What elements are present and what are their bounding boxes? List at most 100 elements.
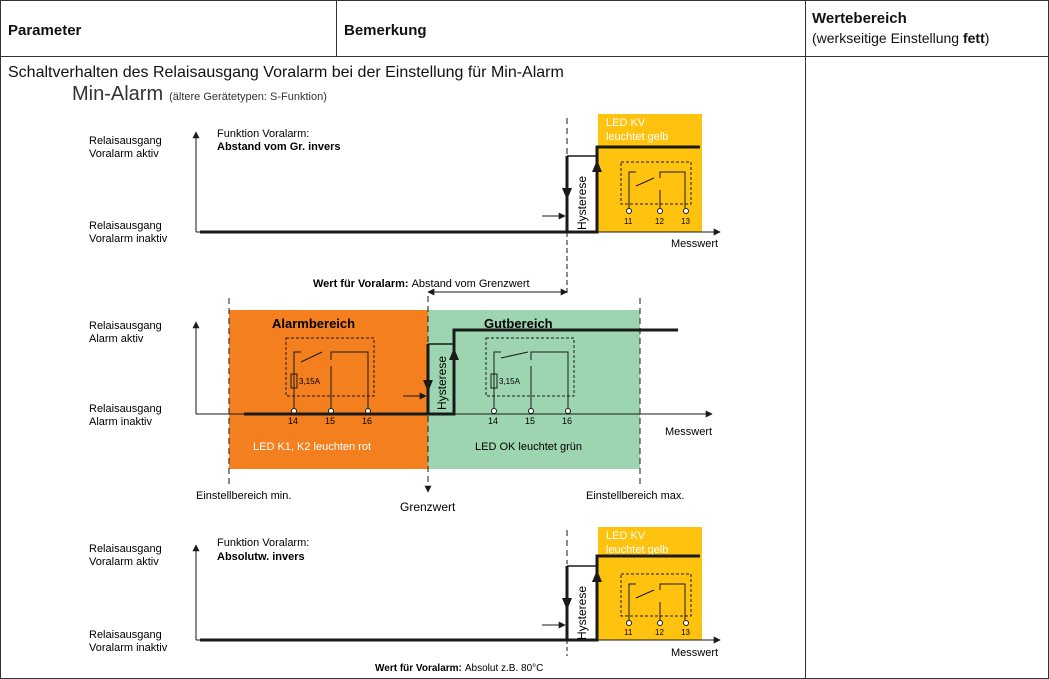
top-terminal-11 <box>626 208 632 214</box>
good-fuse-label: 3,15A <box>499 377 521 386</box>
top-hysteresis-label: Hysterese <box>575 176 589 230</box>
bottom-label-active-2: Voralarm aktiv <box>89 556 159 568</box>
table-divider-2 <box>805 0 806 679</box>
top-signal <box>200 145 700 234</box>
header-range: Wertebereich <box>812 10 907 27</box>
good-terminal-16 <box>565 408 571 414</box>
middle-label-active-2: Alarm aktiv <box>89 333 144 345</box>
top-switch-box <box>620 161 692 205</box>
bottom-hyst-arrow-up <box>592 570 602 582</box>
good-zone-label: Gutbereich <box>484 316 553 331</box>
heading-main: Min-Alarm <box>72 83 163 105</box>
bottom-value-label: Wert für Voralarm:Absolut z.B. 80°C <box>375 663 543 674</box>
range-note-pre: (werkseitige Einstellung <box>812 30 963 46</box>
middle-label-active-1: Relaisausgang <box>89 320 162 332</box>
good-terminal-label-16: 16 <box>562 416 572 426</box>
top-led-label-1: LED KV <box>606 117 646 129</box>
middle-hyst-arrow-up <box>449 348 459 360</box>
alarm-fuse-label: 3,15A <box>299 377 321 386</box>
bottom-hyst-arrow-down <box>562 598 572 610</box>
limit-label: Grenzwert <box>400 500 456 514</box>
bottom-terminal-12 <box>657 620 663 626</box>
top-label-active-1: Relaisausgang <box>89 135 162 147</box>
middle-label-inactive-1: Relaisausgang <box>89 403 162 415</box>
bottom-xlabel: Messwert <box>671 647 718 659</box>
range-note-bold: fett <box>962 30 985 46</box>
top-label-inactive-1: Relaisausgang <box>89 220 162 232</box>
bottom-label-active-1: Relaisausgang <box>89 543 162 555</box>
middle-hyst-arrow-down <box>423 380 433 392</box>
top-label-active-2: Voralarm aktiv <box>89 148 159 160</box>
bottom-value-text: Absolut z.B. 80°C <box>465 663 543 674</box>
top-terminal-13 <box>683 208 689 214</box>
min-alarm-diagram: Min-Alarm (ältere Gerätetypen: S-Funktion… <box>72 83 721 674</box>
bottom-label-inactive-2: Voralarm inaktiv <box>89 642 168 654</box>
table-border-left <box>0 0 1 679</box>
alarm-fuse <box>290 373 298 389</box>
bottom-switch-wires <box>628 583 686 620</box>
top-terminal-label-13: 13 <box>681 217 690 226</box>
bottom-value-bold: Wert für Voralarm: <box>375 663 462 674</box>
row-title: Schaltverhalten des Relaisausgang Vorala… <box>8 64 564 81</box>
bottom-terminal-label-13: 13 <box>681 628 690 637</box>
top-func-label: Funktion Voralarm: <box>217 128 309 140</box>
header-parameter: Parameter <box>8 22 82 39</box>
alarm-zone <box>229 310 428 469</box>
bottom-func-label: Funktion Voralarm: <box>217 537 309 549</box>
heading-note: (ältere Gerätetypen: S-Funktion) <box>169 91 327 103</box>
middle-hysteresis-label: Hysterese <box>435 356 449 410</box>
bottom-terminal-11 <box>626 620 632 626</box>
table-divider-1 <box>336 0 337 57</box>
table-header-divider <box>0 56 1049 57</box>
header-remark: Bemerkung <box>344 22 427 39</box>
alarm-terminal-label-14: 14 <box>288 416 298 426</box>
good-switch-box <box>485 337 575 397</box>
good-terminal-label-15: 15 <box>525 416 535 426</box>
middle-signal <box>244 328 678 416</box>
top-value-bold: Wert für Voralarm: <box>313 278 409 290</box>
bottom-panel: LED KV leuchtet gelb 11 12 13 Hysterese … <box>89 527 721 674</box>
alarm-switch-box <box>285 337 375 397</box>
top-label-inactive-2: Voralarm inaktiv <box>89 233 168 245</box>
top-switch-wires <box>628 171 686 208</box>
good-led-label: LED OK leuchtet grün <box>475 441 582 453</box>
top-value-label: Wert für Voralarm:Abstand vom Grenzwert <box>313 278 530 290</box>
alarm-zone-label: Alarmbereich <box>272 316 355 331</box>
good-terminal-14 <box>491 408 497 414</box>
range-min-label: Einstellbereich min. <box>196 490 291 502</box>
top-terminal-12 <box>657 208 663 214</box>
top-hyst-arrow-down <box>562 188 572 200</box>
bottom-led-label-2: leuchtet gelb <box>606 544 668 556</box>
bottom-signal <box>200 554 700 642</box>
bottom-func-value: Absolutw. invers <box>217 551 305 563</box>
bottom-terminal-13 <box>683 620 689 626</box>
good-switch-wires <box>493 351 569 408</box>
top-hyst-arrow-up <box>592 160 602 172</box>
bottom-label-inactive-1: Relaisausgang <box>89 629 162 641</box>
bottom-terminal-label-12: 12 <box>655 628 664 637</box>
alarm-terminal-label-16: 16 <box>362 416 372 426</box>
middle-label-inactive-2: Alarm inaktiv <box>89 416 152 428</box>
table-border-top <box>0 0 1049 1</box>
alarm-switch-wires <box>293 351 369 408</box>
top-func-value: Abstand vom Gr. invers <box>217 141 340 153</box>
bottom-hysteresis-label: Hysterese <box>575 586 589 640</box>
middle-panel: Alarmbereich Gutbereich LED K1, K2 leuch… <box>89 296 713 514</box>
bottom-led-label-1: LED KV <box>606 530 646 542</box>
bottom-switch-box <box>620 573 692 617</box>
alarm-led-label: LED K1, K2 leuchten rot <box>253 441 371 453</box>
top-value-text: Abstand vom Grenzwert <box>412 278 530 290</box>
good-terminal-15 <box>528 408 534 414</box>
top-terminal-label-12: 12 <box>655 217 664 226</box>
header-range-note: (werkseitige Einstellung fett) <box>812 30 989 46</box>
good-terminal-label-14: 14 <box>488 416 498 426</box>
range-note-post: ) <box>984 30 990 46</box>
good-zone <box>428 310 640 469</box>
diagram-heading: Min-Alarm (ältere Gerätetypen: S-Funktion… <box>72 83 327 105</box>
top-panel: LED KV leuchtet gelb 11 12 13 Hysterese … <box>89 114 721 296</box>
good-fuse <box>490 373 498 389</box>
range-max-label: Einstellbereich max. <box>586 490 684 502</box>
alarm-terminal-label-15: 15 <box>325 416 335 426</box>
top-xlabel: Messwert <box>671 238 718 250</box>
bottom-terminal-label-11: 11 <box>624 628 633 637</box>
